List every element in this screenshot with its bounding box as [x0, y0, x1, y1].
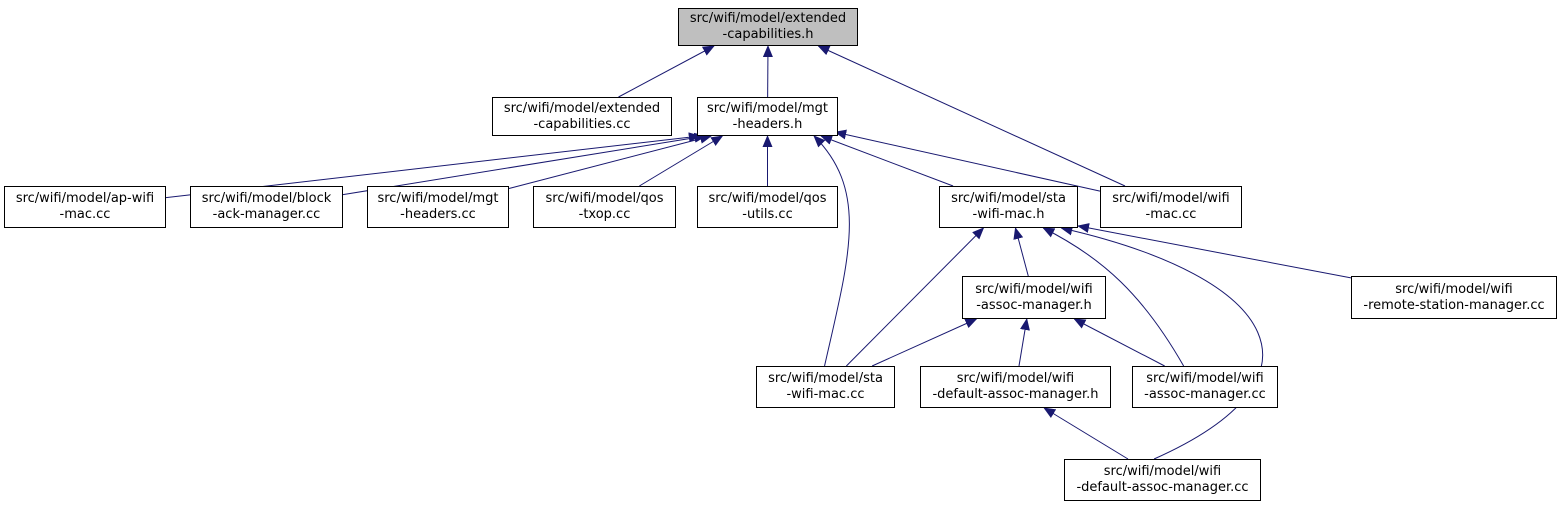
- edge-ext_cc-to-root: [618, 45, 715, 98]
- node-label-line1: src/wifi/model/mgt: [377, 191, 499, 206]
- node-label-line1: src/wifi/model/wifi: [975, 281, 1093, 297]
- node-label-line2: -capabilities.cc: [533, 116, 631, 132]
- node-label-line1: src/wifi/model/extended: [689, 11, 847, 26]
- node-sta-wifi-mac-cc[interactable]: src/wifi/model/sta -wifi-mac.cc: [756, 366, 895, 408]
- node-label-line2: -default-assoc-manager.h: [932, 387, 1099, 402]
- edge-wifi_mac-to-root: [817, 45, 1126, 187]
- node-label-line1: src/wifi/model/block: [201, 191, 332, 206]
- node-label-line1: src/wifi/model/wifi: [1395, 281, 1513, 297]
- node-mgt-headers-h[interactable]: src/wifi/model/mgt -headers.h: [697, 97, 838, 136]
- node-label-line2: -capabilities.h: [722, 27, 814, 42]
- node-wifi-default-assoc-manager-h[interactable]: src/wifi/model/wifi -default-assoc-manag…: [920, 366, 1111, 408]
- node-label-line1: src/wifi/model/qos: [545, 191, 664, 206]
- node-label-line2: -wifi-mac.cc: [786, 387, 865, 402]
- node-extended-capabilities-h: src/wifi/model/extended -capabilities.h: [678, 8, 858, 46]
- node-label-line2: -headers.h: [732, 116, 803, 132]
- node-label-line2: -txop.cc: [578, 207, 631, 222]
- node-label-line1: src/wifi/model/mgt: [706, 100, 829, 116]
- node-label-line1: src/wifi/model/wifi: [1103, 464, 1222, 479]
- edge-assoc_h-to-sta_h: [1013, 227, 1029, 277]
- node-wifi-assoc-manager-h[interactable]: src/wifi/model/wifi -assoc-manager.h: [962, 276, 1106, 319]
- node-qos-utils-cc[interactable]: src/wifi/model/qos -utils.cc: [697, 186, 838, 228]
- node-label-line1: src/wifi/model/wifi: [1112, 191, 1230, 206]
- node-label-line2: -ack-manager.cc: [212, 207, 321, 222]
- edge-wifi_mac-to-mgt_h: [834, 129, 1101, 192]
- node-label-line2: -headers.cc: [400, 207, 476, 222]
- node-label-line1: src/wifi/model/wifi: [1146, 371, 1264, 386]
- node-extended-capabilities-cc[interactable]: src/wifi/model/extended -capabilities.cc: [492, 97, 672, 136]
- node-label-line1: src/wifi/model/sta: [951, 191, 1066, 206]
- edge-def_cc-to-sta_h: [1060, 225, 1264, 460]
- edge-mgt_cc-to-mgt_h: [508, 133, 713, 190]
- edge-sta_cc-to-assoc_h: [871, 318, 978, 367]
- node-wifi-mac-cc[interactable]: src/wifi/model/wifi -mac.cc: [1100, 186, 1242, 228]
- edge-sta_cc-to-mgt_h: [813, 135, 850, 367]
- node-wifi-remote-station-manager-cc[interactable]: src/wifi/model/wifi -remote-station-mana…: [1351, 276, 1557, 319]
- node-label-line1: src/wifi/model/qos: [708, 191, 827, 206]
- node-label-line2: -wifi-mac.h: [972, 207, 1045, 222]
- node-label-line1: src/wifi/model/sta: [768, 371, 883, 386]
- edge-qos_txop-to-mgt_h: [639, 135, 724, 187]
- node-wifi-default-assoc-manager-cc[interactable]: src/wifi/model/wifi -default-assoc-manag…: [1064, 459, 1261, 501]
- node-label-line1: src/wifi/model/ap-wifi: [15, 191, 155, 206]
- node-mgt-headers-cc[interactable]: src/wifi/model/mgt -headers.cc: [367, 186, 509, 228]
- edge-assoc_cc-to-assoc_h: [1073, 318, 1165, 367]
- edge-block-to-mgt_h: [342, 132, 707, 196]
- node-block-ack-manager-cc[interactable]: src/wifi/model/block -ack-manager.cc: [190, 186, 343, 228]
- edge-sta_cc-to-sta_h: [846, 227, 985, 367]
- node-ap-wifi-mac-cc[interactable]: src/wifi/model/ap-wifi -mac.cc: [4, 186, 166, 228]
- node-sta-wifi-mac-h[interactable]: src/wifi/model/sta -wifi-mac.h: [939, 186, 1078, 228]
- edge-remote-to-sta_h: [1077, 223, 1352, 279]
- node-label-line2: -assoc-manager.h: [976, 297, 1092, 313]
- edge-assoc_cc-to-sta_h: [1042, 227, 1185, 367]
- node-label-line2: -remote-station-manager.cc: [1363, 297, 1545, 313]
- node-label-line1: src/wifi/model/wifi: [956, 371, 1075, 386]
- node-qos-txop-cc[interactable]: src/wifi/model/qos -txop.cc: [533, 186, 676, 228]
- node-label-line1: src/wifi/model/extended: [503, 100, 661, 116]
- node-wifi-assoc-manager-cc[interactable]: src/wifi/model/wifi -assoc-manager.cc: [1132, 366, 1278, 408]
- edge-sta_h-to-mgt_h: [820, 135, 954, 187]
- node-label-line2: -utils.cc: [742, 207, 793, 222]
- node-label-line2: -mac.cc: [59, 207, 111, 222]
- edge-def_h-to-assoc_h: [1018, 318, 1030, 367]
- node-label-line2: -default-assoc-manager.cc: [1076, 480, 1249, 495]
- node-label-line2: -assoc-manager.cc: [1144, 387, 1266, 402]
- node-label-line2: -mac.cc: [1145, 207, 1197, 222]
- edge-def_cc-to-def_h: [1043, 407, 1129, 460]
